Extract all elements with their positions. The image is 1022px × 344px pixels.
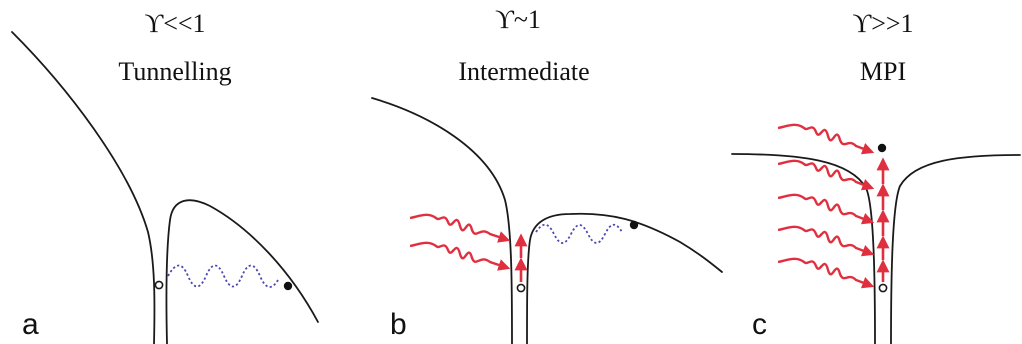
panel-c-free-electron-icon — [878, 144, 886, 152]
panel-b-label: b — [390, 308, 407, 341]
panel-a: ϒ<<1 Tunnelling a — [12, 9, 318, 344]
panel-a-free-electron-icon — [284, 282, 292, 290]
panel-a-gamma: ϒ<<1 — [144, 9, 205, 38]
panel-a-potential-barrier — [166, 200, 318, 344]
panel-b-photon-pulse-2 — [410, 243, 508, 268]
panel-a-bound-state-icon — [155, 281, 162, 288]
panel-a-label: a — [22, 308, 39, 341]
panel-b-photon-pulse-1 — [410, 215, 508, 240]
panel-c-photon-pulse-5 — [778, 259, 872, 286]
panel-b-bound-state-icon — [517, 284, 524, 291]
panel-c-regime: MPI — [860, 57, 906, 86]
panel-b-free-electron-icon — [630, 221, 638, 229]
panel-c-photon-pulse-1 — [778, 125, 872, 152]
panel-c-gamma: ϒ>>1 — [852, 9, 913, 38]
panel-c: ϒ>>1 MPI c — [732, 9, 1020, 344]
panel-b-regime: Intermediate — [458, 57, 589, 86]
panel-a-regime: Tunnelling — [118, 57, 231, 86]
panel-c-potential-right — [891, 155, 1020, 344]
panel-c-label: c — [752, 308, 767, 341]
panel-c-photon-pulse-2 — [778, 161, 872, 188]
panel-a-tunnel-wave — [168, 266, 278, 288]
panel-b-tunnel-wave — [536, 225, 622, 243]
panel-b: ϒ~1 Intermediate b — [372, 5, 722, 344]
panel-b-gamma: ϒ~1 — [495, 5, 541, 34]
panel-c-bound-state-icon — [879, 284, 886, 291]
panel-b-potential-barrier — [527, 214, 722, 344]
panel-c-photon-pulse-4 — [778, 227, 872, 254]
panel-c-photon-pulse-3 — [778, 195, 872, 222]
